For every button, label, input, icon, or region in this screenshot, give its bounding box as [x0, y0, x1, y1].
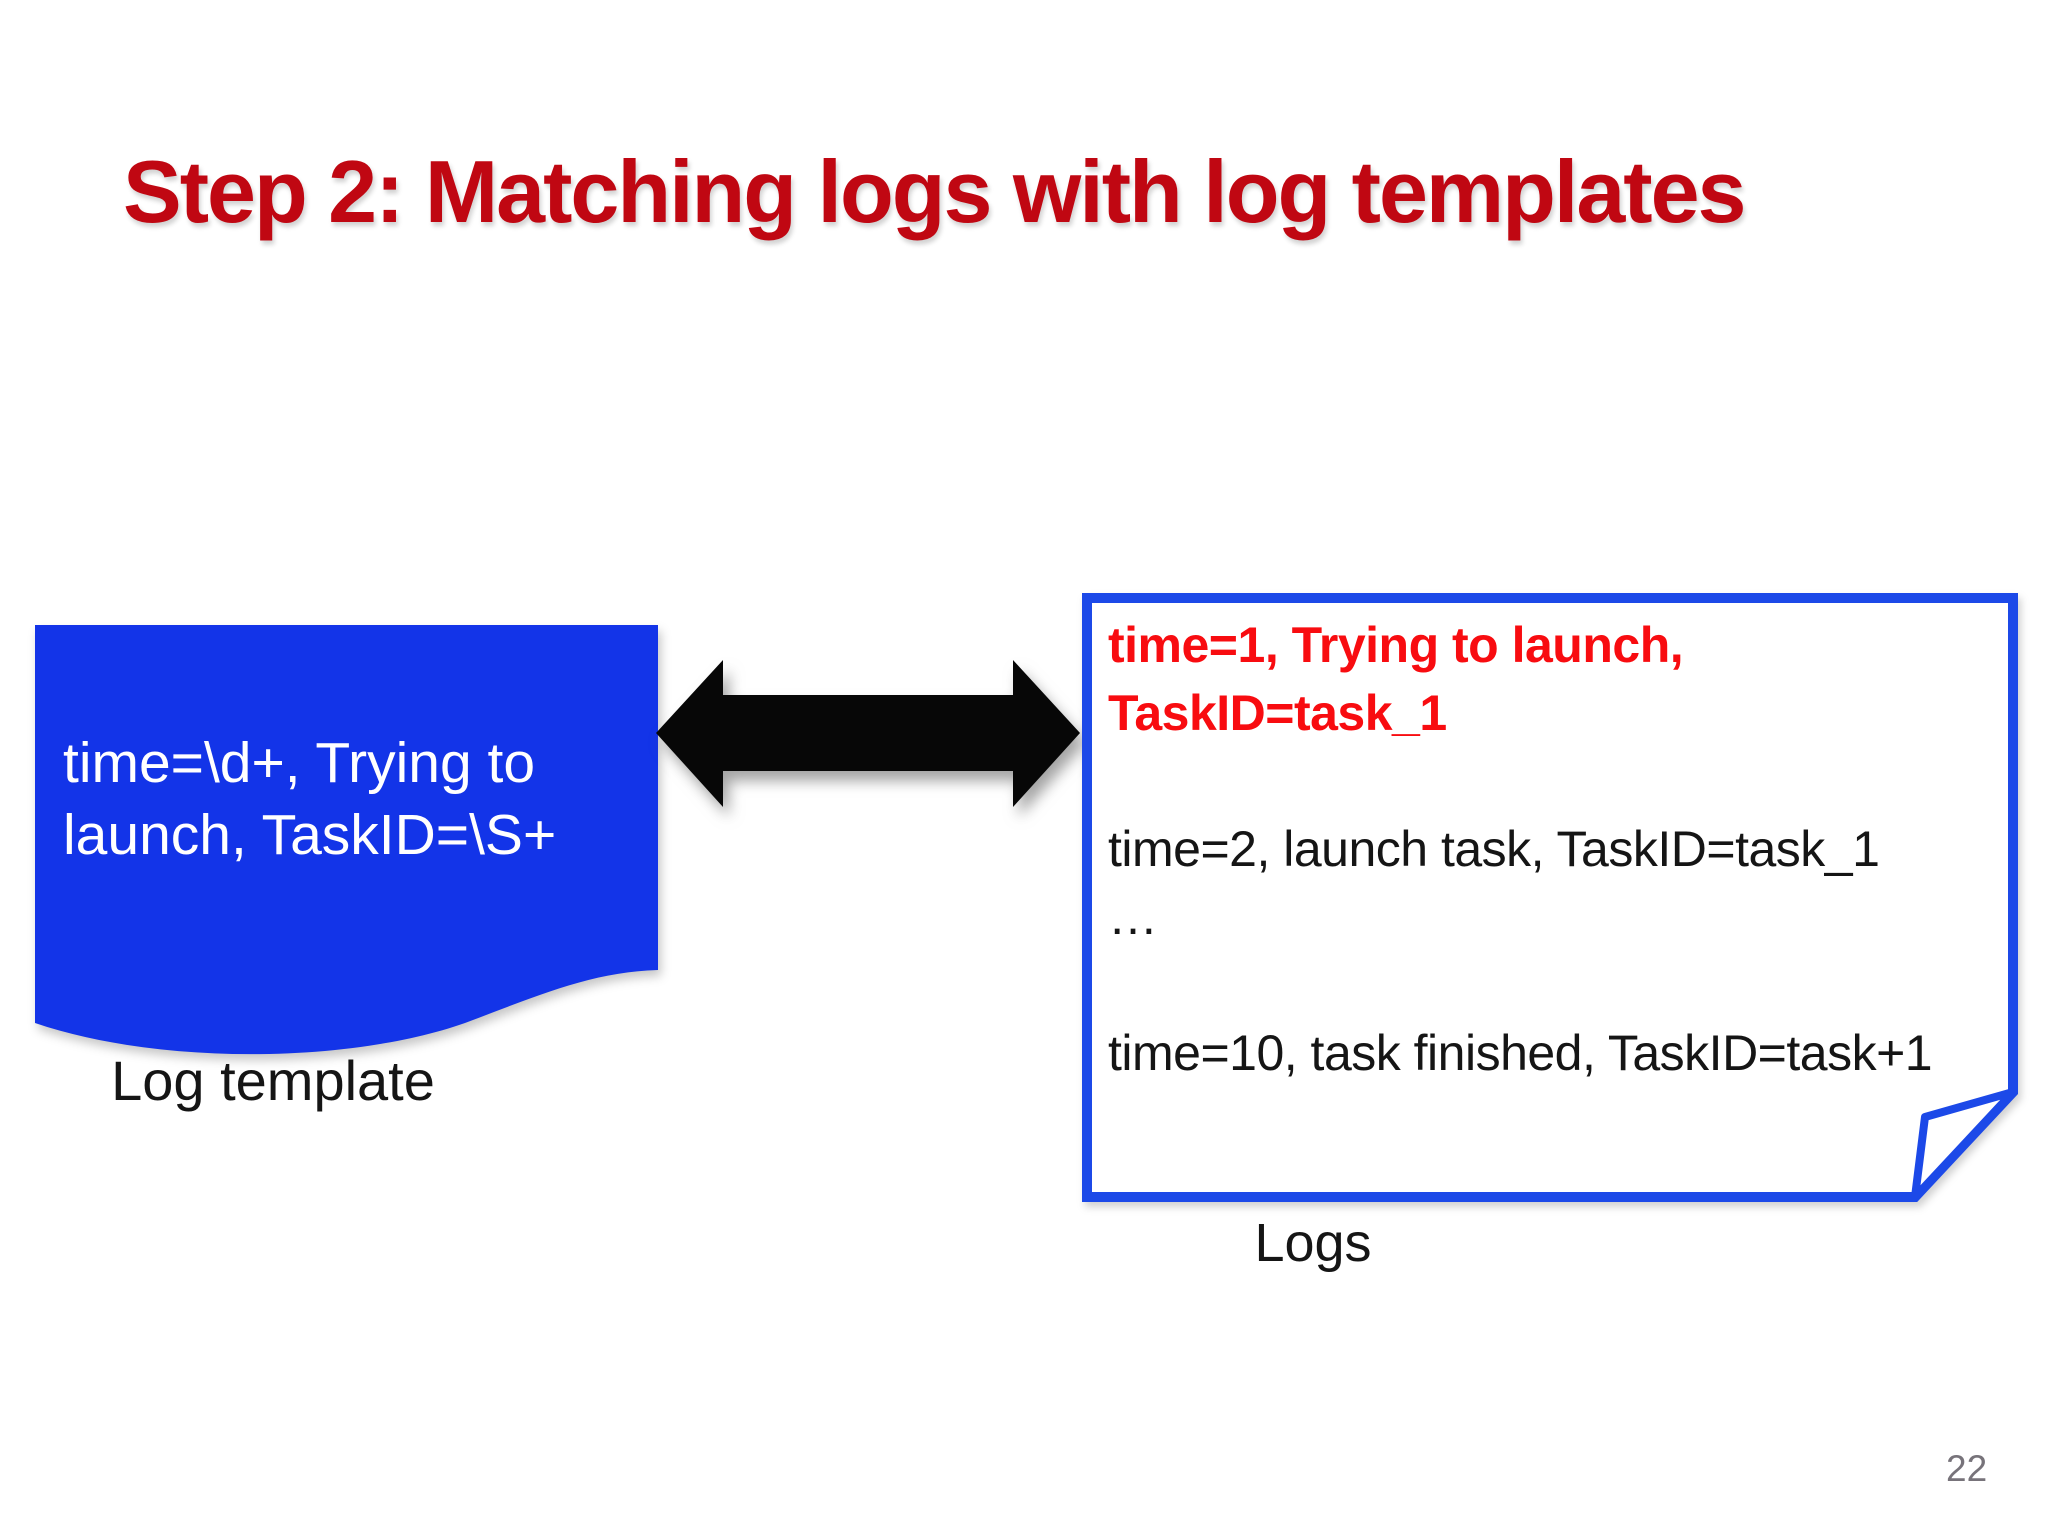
template-regex-line: launch, TaskID=\S+ [63, 803, 557, 867]
log-line-matched: TaskID=task_1 [1108, 685, 1447, 741]
log-line: time=10, task finished, TaskID=task+1 [1108, 1025, 1933, 1081]
logs-box: time=1, Trying to launch, TaskID=task_1 … [1082, 593, 2022, 1208]
folded-corner-flap [1911, 1088, 2017, 1201]
log-line: time=2, launch task, TaskID=task_1 [1108, 821, 1880, 877]
logs-text: time=1, Trying to launch, TaskID=task_1 … [1108, 611, 1998, 1087]
log-template-label: Log template [111, 1049, 435, 1112]
log-template-shape: time=\d+, Trying to launch, TaskID=\S+ [35, 625, 660, 1075]
log-line-matched: time=1, Trying to launch, [1108, 617, 1684, 673]
log-line: … [1108, 889, 1158, 945]
page-number: 22 [1946, 1448, 1988, 1489]
blank-line [1108, 747, 1998, 815]
double-arrow-icon [656, 660, 1080, 807]
template-regex-text: time=\d+, Trying to launch, TaskID=\S+ [63, 727, 556, 871]
logs-label: Logs [1254, 1213, 1372, 1273]
document-wave-path [35, 625, 658, 1055]
slide-title: Step 2: Matching logs with log templates [123, 142, 1746, 241]
folded-page-icon [1082, 593, 2018, 1202]
double-arrow-shape [656, 660, 1080, 807]
template-regex-line: time=\d+, Trying to [63, 731, 536, 795]
blank-line [1108, 951, 1998, 1019]
document-wave-icon [35, 625, 658, 1055]
